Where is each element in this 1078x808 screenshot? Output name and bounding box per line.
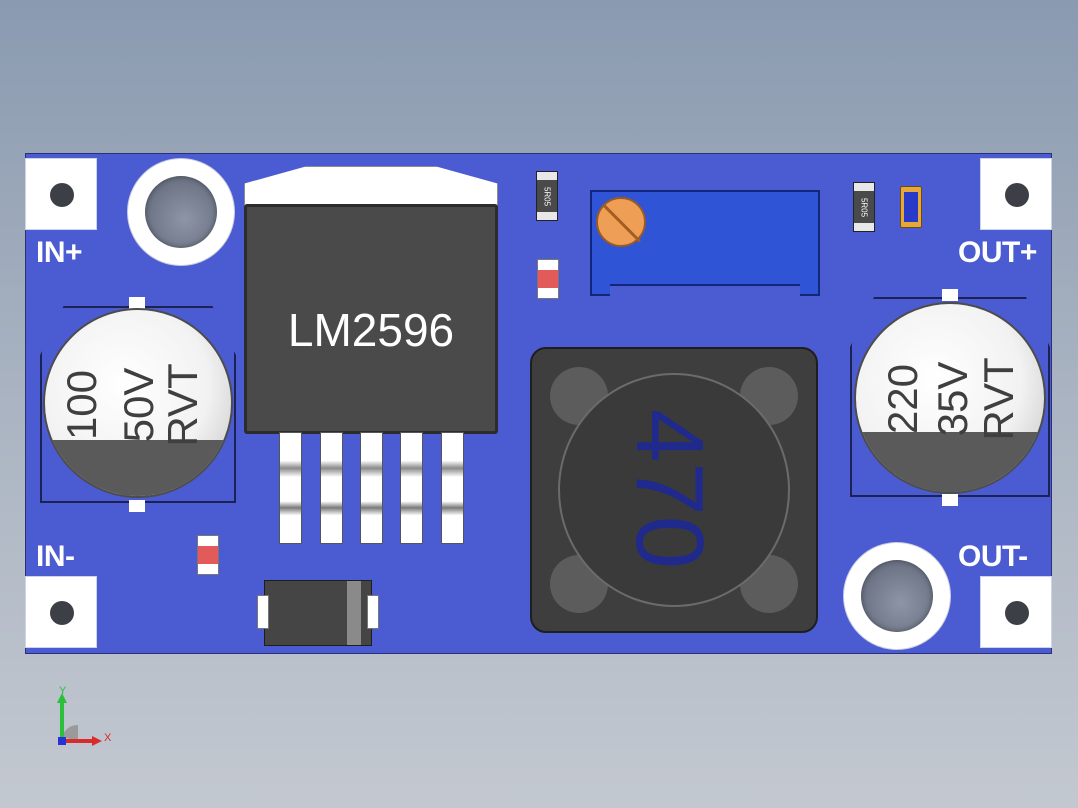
mounting-hole-bottom-right xyxy=(843,542,951,650)
screw-slot xyxy=(602,203,641,243)
x-axis-arrow xyxy=(92,736,102,746)
axis-triad-graphic xyxy=(57,693,102,746)
z-axis-marker xyxy=(58,737,66,745)
diode-end xyxy=(537,212,557,220)
resistor-body xyxy=(538,270,558,288)
y-axis-label: Y xyxy=(59,685,67,697)
diode-lead xyxy=(257,595,269,629)
capacitor-lead xyxy=(942,289,958,301)
x-axis-label: X xyxy=(104,732,112,744)
led-lens xyxy=(904,192,918,222)
schottky-diode xyxy=(257,580,379,646)
capacitor-polarity-stripe xyxy=(45,440,231,496)
capacitor-lead xyxy=(129,297,145,309)
output-cap-voltage: 35V xyxy=(929,361,976,437)
diode-end xyxy=(537,172,557,180)
output-cap-series: RVT xyxy=(975,357,1022,441)
pad-hole xyxy=(1005,601,1029,625)
ic-label: LM2596 xyxy=(287,304,455,356)
axis-triad: Y X xyxy=(50,685,120,755)
input-capacitor: 100 50V RVT xyxy=(43,308,233,498)
pad-out-minus xyxy=(980,576,1052,648)
pad-in-plus xyxy=(25,158,97,230)
mounting-hole-bore xyxy=(145,176,217,248)
ic-pin xyxy=(360,432,383,544)
silk-label-in-plus: IN+ xyxy=(36,236,83,269)
inductor-marking: 470 xyxy=(616,408,723,570)
pot-adjust-screw[interactable] xyxy=(596,197,646,247)
input-cap-value: 100 xyxy=(58,369,105,441)
silk-label-out-plus: OUT+ xyxy=(958,236,1037,269)
smd-resistor xyxy=(537,259,559,299)
smd-diode-right: 5R05 xyxy=(853,182,875,232)
power-inductor: 470 xyxy=(530,347,818,633)
ic-pin xyxy=(441,432,464,544)
diode-lead xyxy=(367,595,379,629)
diode-cathode-band xyxy=(347,581,361,645)
smd-led xyxy=(900,186,922,228)
ic-pin xyxy=(400,432,423,544)
diode-marking: 5R05 xyxy=(859,197,869,218)
inductor-core xyxy=(560,375,788,605)
resistor-body xyxy=(198,546,218,564)
pad-hole xyxy=(50,183,74,207)
input-cap-voltage: 50V xyxy=(115,367,162,443)
y-axis-arrow xyxy=(57,693,67,703)
ic-pin xyxy=(320,432,343,544)
pot-base-notch xyxy=(610,284,800,298)
triad-arc xyxy=(62,724,78,741)
pad-out-plus xyxy=(980,158,1052,230)
smd-diode-left: 5R05 xyxy=(536,171,558,221)
ic-pin xyxy=(279,432,302,544)
capacitor-lead xyxy=(129,500,145,512)
mounting-hole-bore xyxy=(861,560,933,632)
capacitor-lead xyxy=(942,494,958,506)
smd-resistor xyxy=(197,535,219,575)
output-cap-value: 220 xyxy=(879,363,926,435)
silk-label-in-minus: IN- xyxy=(36,540,75,573)
diode-end xyxy=(854,223,874,231)
mounting-hole-top-left xyxy=(127,158,235,266)
lm2596-regulator: LM2596 xyxy=(244,204,498,434)
pad-in-minus xyxy=(25,576,97,648)
pad-hole xyxy=(1005,183,1029,207)
diode-marking: 5R05 xyxy=(542,186,552,207)
capacitor-polarity-stripe xyxy=(856,432,1044,492)
pad-hole xyxy=(50,601,74,625)
output-capacitor: 220 35V RVT xyxy=(854,302,1046,494)
input-cap-series: RVT xyxy=(159,363,206,447)
silk-label-out-minus: OUT- xyxy=(958,540,1028,573)
diode-end xyxy=(854,183,874,191)
